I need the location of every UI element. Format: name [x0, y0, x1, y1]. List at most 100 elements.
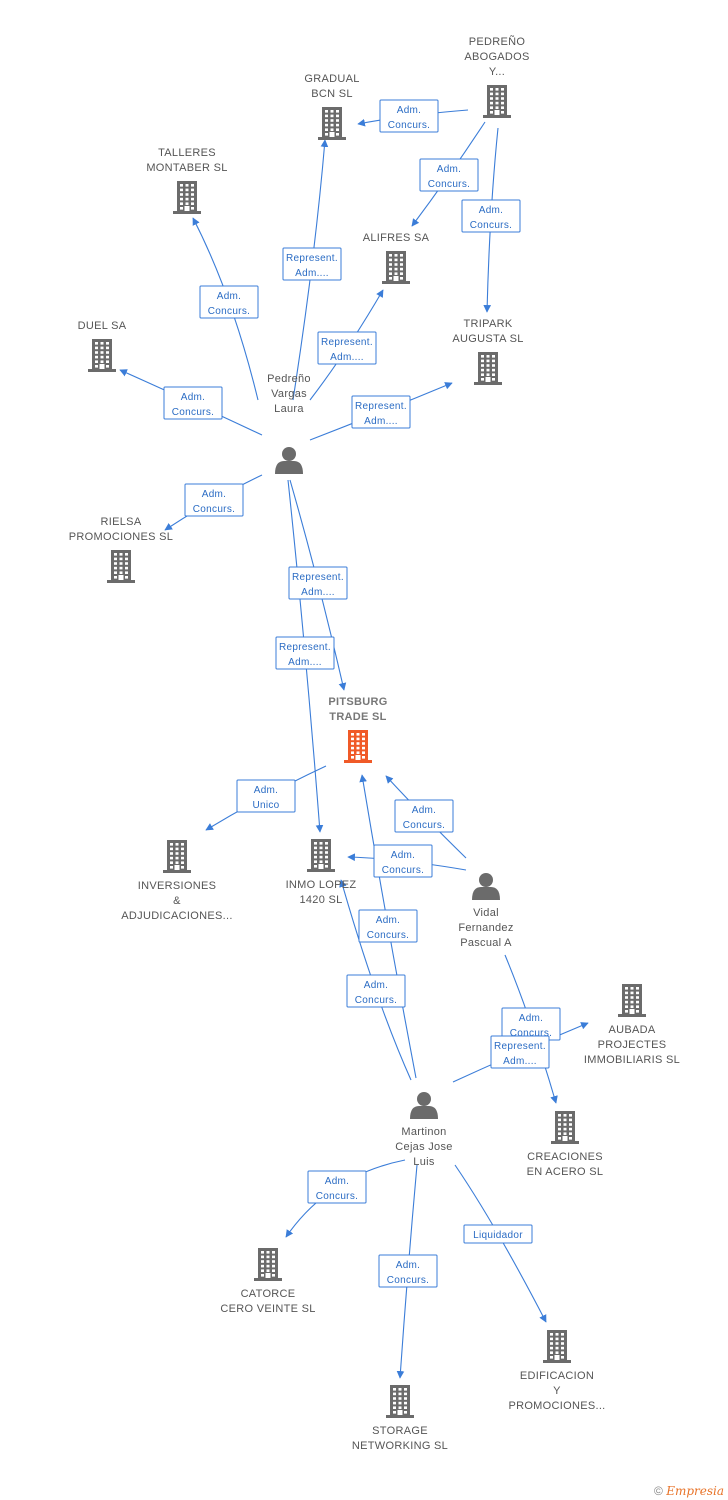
node-catorce[interactable]: CATORCE CERO VEINTE SL [220, 1248, 315, 1315]
edge-label-box [346, 974, 406, 1008]
building-icon[interactable] [474, 352, 502, 385]
node-label: STORAGE [372, 1425, 428, 1437]
building-icon[interactable] [173, 181, 201, 214]
building-icon[interactable] [551, 1111, 579, 1144]
building-icon[interactable] [254, 1248, 282, 1281]
node-edificacion[interactable]: EDIFICACIONYPROMOCIONES... [508, 1330, 605, 1412]
edge-label-text: Concurs. [388, 120, 430, 131]
node-label: TRADE SL [329, 711, 386, 723]
building-icon[interactable] [618, 984, 646, 1017]
node-label: EN ACERO SL [527, 1166, 604, 1178]
building-icon[interactable] [483, 85, 511, 118]
edge-label-text: Represent. [355, 401, 407, 412]
edge-label-text: Adm. [412, 805, 437, 816]
node-label: PROMOCIONES... [508, 1400, 605, 1412]
node-label: Pascual A [460, 937, 512, 949]
person-icon[interactable] [410, 1092, 438, 1119]
footer-brand[interactable]: © Empresia [654, 1484, 724, 1498]
node-storage[interactable]: STORAGE NETWORKING SL [352, 1385, 448, 1452]
node-label: CERO VEINTE SL [220, 1303, 315, 1315]
building-icon[interactable] [543, 1330, 571, 1363]
edge-label[interactable]: Adm.Concurs. [358, 909, 418, 943]
edge-label[interactable]: Represent.Adm.... [275, 636, 335, 670]
edge-label-box [288, 566, 348, 600]
edge-label[interactable]: Liquidador [463, 1224, 533, 1244]
person-icon[interactable] [275, 447, 303, 474]
edge-label[interactable]: Represent.Adm.... [490, 1035, 550, 1069]
edge-label-box [490, 1035, 550, 1069]
edge-label[interactable]: Adm. Concurs. [307, 1170, 367, 1204]
building-icon[interactable] [344, 730, 372, 763]
edge-label[interactable]: Adm.Concurs. [501, 1007, 561, 1041]
edge-label-text: Concurs. [428, 179, 470, 190]
building-icon[interactable] [107, 550, 135, 583]
edge-label[interactable]: Adm.Concurs. [419, 158, 479, 192]
node-label: ADJUDICACIONES... [121, 910, 232, 922]
node-label: TRIPARK [464, 318, 513, 330]
edge-label[interactable]: Adm.Concurs. [373, 844, 433, 878]
edge-label-text: Adm.... [295, 268, 329, 279]
edge-label[interactable]: Adm.Concurs. [461, 199, 521, 233]
node-label: Fernandez [458, 922, 513, 934]
building-icon[interactable] [318, 107, 346, 140]
building-icon[interactable] [382, 251, 410, 284]
edge-label-box [461, 199, 521, 233]
node-label: NETWORKING SL [352, 1440, 448, 1452]
edge-label-text: Adm. [391, 850, 416, 861]
edge-label-text: Concurs. [316, 1191, 358, 1202]
building-icon[interactable] [163, 840, 191, 873]
edge-label-box [163, 386, 223, 420]
edge-label[interactable]: Adm.Concurs. [184, 483, 244, 517]
edge-label[interactable]: Adm.Concurs. [163, 386, 223, 420]
edge-label[interactable]: Represent.Adm.... [351, 395, 411, 429]
edge-label[interactable]: Adm.Concurs. [378, 1254, 438, 1288]
node-pedreno-abogados[interactable]: PEDREÑOABOGADOSY... [464, 35, 529, 118]
edge-label-text: Liquidador [473, 1230, 523, 1241]
edge-label-box [275, 636, 335, 670]
edge-label-text: Represent. [286, 253, 338, 264]
building-icon[interactable] [386, 1385, 414, 1418]
building-icon[interactable] [307, 839, 335, 872]
copyright-icon: © [654, 1484, 663, 1498]
person-icon[interactable] [472, 873, 500, 900]
edge-label[interactable]: Adm.Unico [236, 779, 296, 813]
edge-label-text: Adm. [325, 1176, 350, 1187]
node-label: ALIFRES SA [363, 232, 430, 244]
edge-label[interactable]: Adm.Concurs. [394, 799, 454, 833]
edge-label-box [184, 483, 244, 517]
edge-label[interactable]: Represent.Adm.... [288, 566, 348, 600]
brand-logo: Empresia [666, 1484, 724, 1498]
edge-label[interactable]: Adm.Concurs. [199, 285, 259, 319]
node-label: CATORCE [241, 1288, 296, 1300]
node-label: TALLERES [158, 147, 216, 159]
edge-label[interactable]: Represent. Adm.... [282, 247, 342, 281]
edge-label-text: Unico [252, 800, 279, 811]
edge-label-text: Represent. [321, 337, 373, 348]
node-alifres[interactable]: ALIFRES SA [363, 232, 430, 284]
edge-label[interactable]: Represent. Adm.... [317, 331, 377, 365]
edge-label-text: Adm.... [330, 352, 364, 363]
node-label: PEDREÑO [469, 35, 526, 48]
edge-label-text: Adm.... [288, 657, 322, 668]
edge-label[interactable]: Adm.Concurs. [379, 99, 439, 133]
node-inversiones[interactable]: INVERSIONES&ADJUDICACIONES... [121, 840, 232, 922]
edge-label-box [358, 909, 418, 943]
edge-labels-layer: Adm. Concurs. Adm. Concurs. Adm. Concurs. Repr… [163, 99, 561, 1288]
node-duel[interactable]: DUEL SA [78, 320, 127, 372]
node-label: PROJECTES [598, 1039, 667, 1051]
node-label: Vargas [271, 388, 307, 400]
edge-label[interactable]: Adm.Concurs. [346, 974, 406, 1008]
building-icon[interactable] [88, 339, 116, 372]
